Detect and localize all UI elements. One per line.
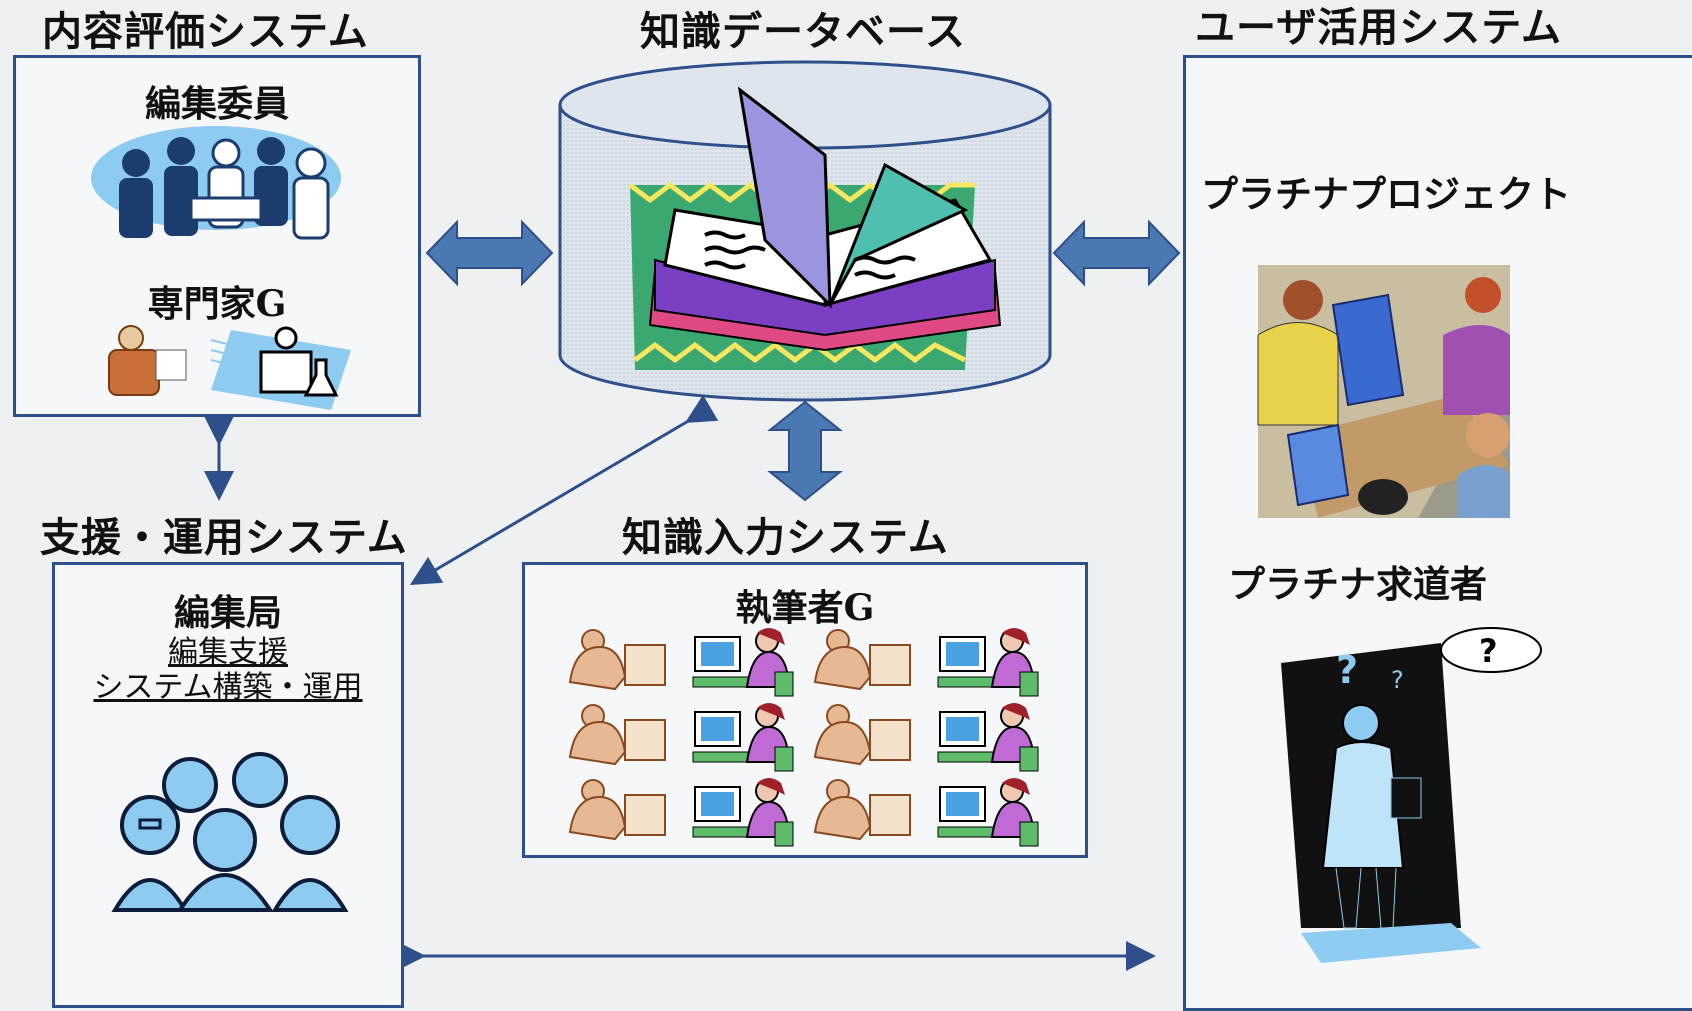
platinum-project-label: プラチナプロジェクト (1201, 172, 1571, 216)
platinum-seeker-image: ? ? ? (1281, 627, 1542, 963)
double-arrow-right (1052, 219, 1181, 287)
editorial-committee-image (91, 126, 341, 240)
platinum-project-image (1257, 265, 1510, 518)
support-box: 編集局 編集支援 システム構築・運用 (52, 562, 404, 1008)
book-image (628, 86, 1002, 370)
svg-text:?: ? (1391, 666, 1404, 694)
knowledge-db-cylinder (558, 60, 1052, 402)
editorial-staff-image (111, 752, 349, 912)
knowledge-db-title: 知識データベース (640, 8, 966, 55)
editorial-support-text: 編集支援 (168, 635, 288, 670)
system-build-text: システム構築・運用 (93, 670, 363, 705)
double-arrow-down (767, 400, 843, 502)
input-box: 執筆者G (522, 562, 1088, 858)
double-arrow-left (425, 219, 554, 287)
content-eval-box: 編集委員 専門家G (13, 55, 421, 417)
svg-text:?: ? (1479, 632, 1498, 670)
expert-group-label: 専門家G (147, 283, 287, 325)
support-title: 支援・運用システム (40, 514, 408, 561)
platinum-seeker-label: プラチナ求道者 (1228, 562, 1487, 606)
editorial-committee-label: 編集委員 (144, 83, 289, 125)
expert-group-image (108, 325, 351, 410)
writers-group-label: 執筆者G (735, 587, 875, 629)
content-eval-title: 内容評価システム (42, 8, 369, 55)
editorial-office-label: 編集局 (173, 592, 282, 634)
user-system-box: プラチナプロジェクト プラチナ求道者 ? ? ? (1183, 55, 1692, 1011)
svg-text:?: ? (1336, 648, 1358, 692)
writers-grid-image (569, 627, 1039, 847)
user-system-title: ユーザ活用システム (1195, 4, 1562, 51)
